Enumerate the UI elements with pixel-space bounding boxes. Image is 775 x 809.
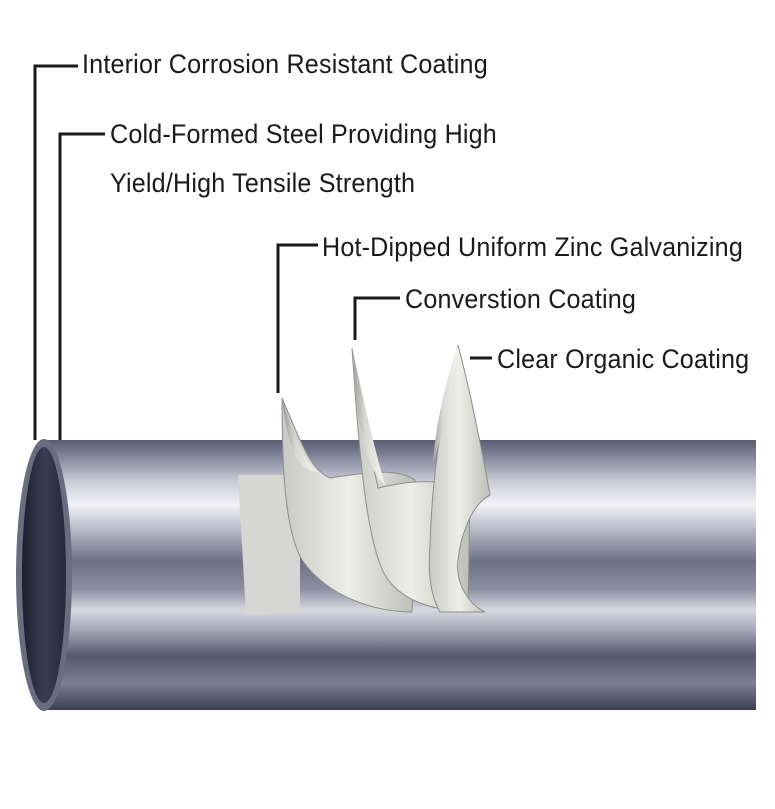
label-zinc-galvanizing: Hot-Dipped Uniform Zinc Galvanizing: [322, 232, 743, 262]
leader-interior: [33, 64, 78, 440]
leader-conversion: [353, 296, 400, 340]
label-interior-coating: Interior Corrosion Resistant Coating: [82, 49, 488, 79]
organic-layer-curl: [432, 345, 458, 470]
zinc-layer-curl: [282, 398, 318, 472]
cutaway-window: [238, 475, 300, 615]
leader-zinc: [276, 243, 318, 393]
pipe-end-opening: [22, 447, 66, 703]
leader-lines: [33, 64, 492, 440]
label-cold-formed-steel-line2: Yield/High Tensile Strength: [110, 168, 416, 198]
leader-cold-formed: [58, 132, 105, 440]
conversion-layer-curl: [352, 348, 385, 485]
label-clear-organic-coating: Clear Organic Coating: [497, 344, 750, 374]
label-conversion-coating: Converstion Coating: [405, 284, 637, 314]
label-cold-formed-steel-line1: Cold-Formed Steel Providing High: [110, 119, 497, 149]
